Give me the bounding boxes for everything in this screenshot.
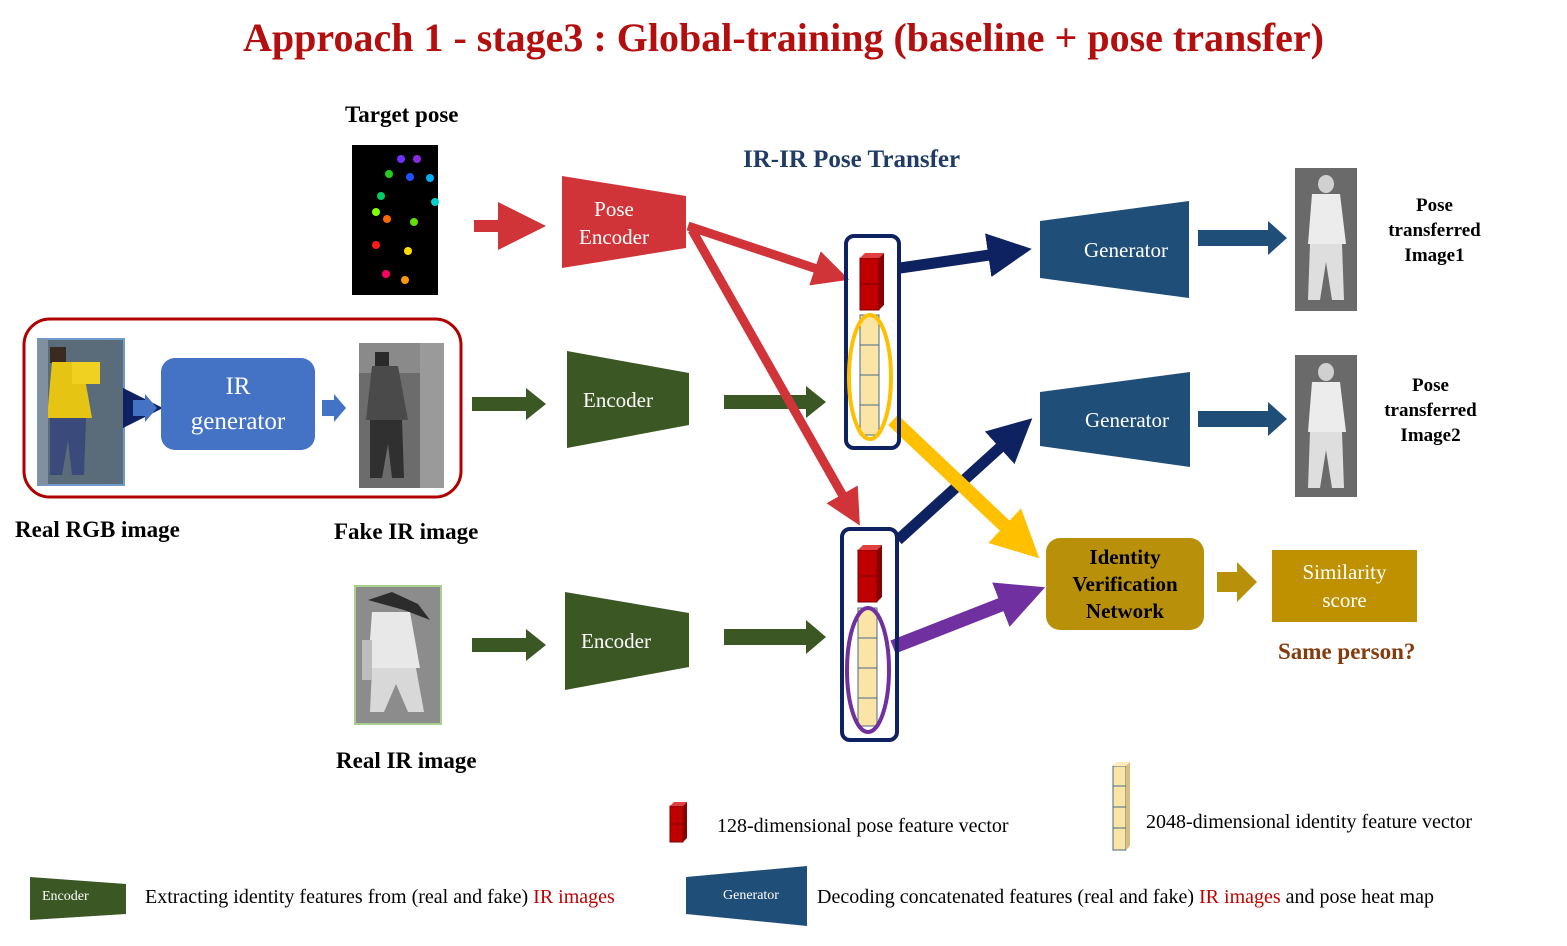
rgb-to-ir-frame: [22, 317, 463, 499]
encoder-label-top: Encoder: [583, 388, 653, 412]
pose-encoder-label: Pose Encoder: [579, 197, 649, 249]
arrow-gen1-to-output: [1198, 221, 1287, 255]
real-rgb-image: [37, 338, 125, 486]
arrow-realir-to-encoder: [472, 629, 546, 661]
ir-generator-block: IR generator: [161, 358, 315, 450]
generator-label-top: Generator: [1084, 238, 1168, 262]
similarity-score-block: Similarity score: [1272, 550, 1417, 622]
real-ir-label: Real IR image: [336, 748, 477, 773]
arrow-fake-to-encoder: [472, 388, 546, 420]
fake-ir-label: Fake IR image: [334, 519, 479, 544]
output-label-1: Pose transferred Image1: [1388, 195, 1481, 266]
arrow-encoder-to-feature-top: [724, 386, 826, 418]
legend-identity-vector-icon: [1112, 762, 1130, 851]
arrow-encoder-to-feature-bottom: [724, 620, 826, 654]
legend-encoder-text: Extracting identity features from (real …: [145, 886, 615, 908]
fake-ir-image: [359, 343, 444, 488]
arrow-gen2-to-output: [1198, 402, 1287, 436]
arrow-feature-top-to-network: [888, 414, 1040, 559]
arrow-feature-bottom-to-network: [890, 582, 1046, 654]
arrow-feature-top-to-generator: [899, 233, 1032, 277]
arrow-pose-to-feature-bottom: [688, 227, 860, 526]
feature-stack-bottom: [840, 527, 899, 742]
output-image-2: [1295, 355, 1357, 497]
legend-generator-shape: [686, 866, 807, 926]
legend-generator-tag: Generator: [723, 888, 779, 903]
real-rgb-label: Real RGB image: [15, 517, 180, 542]
generator-label-bottom: Generator: [1085, 408, 1169, 432]
arrow-gen-to-fake: [322, 394, 346, 422]
legend-pose-vector-text: 128-dimensional pose feature vector: [717, 815, 1009, 837]
arrow-network-to-score: [1217, 562, 1257, 602]
ir-pose-transfer-label: IR-IR Pose Transfer: [743, 146, 961, 173]
same-person-label: Same person?: [1278, 639, 1416, 664]
page-title: Approach 1 - stage3 : Global-training (b…: [243, 15, 1324, 60]
legend-identity-vector-text: 2048-dimensional identity feature vector: [1146, 811, 1473, 833]
output-label-2: Pose transferred Image2: [1384, 375, 1477, 446]
output-image-1: [1295, 168, 1357, 311]
encoder-block-top: [567, 351, 689, 448]
encoder-block-bottom: [565, 592, 689, 690]
feature-stack-top: [844, 234, 901, 450]
identity-verification-network: Identity Verification Network: [1046, 538, 1204, 630]
generator-block-top: [1040, 201, 1189, 298]
legend-encoder-shape: [30, 877, 126, 920]
target-pose-label: Target pose: [345, 102, 459, 127]
generator-block-bottom: [1040, 372, 1190, 467]
target-pose-image: [352, 145, 439, 295]
legend-generator-text: Decoding concatenated features (real and…: [817, 886, 1434, 908]
legend-pose-vector-icon: [669, 802, 687, 843]
real-ir-image: [354, 585, 442, 725]
legend-encoder-tag: Encoder: [42, 889, 89, 904]
arrow-pose-to-feature-top: [686, 221, 850, 286]
encoder-label-bottom: Encoder: [581, 629, 651, 653]
pose-encoder-block: [562, 176, 686, 268]
